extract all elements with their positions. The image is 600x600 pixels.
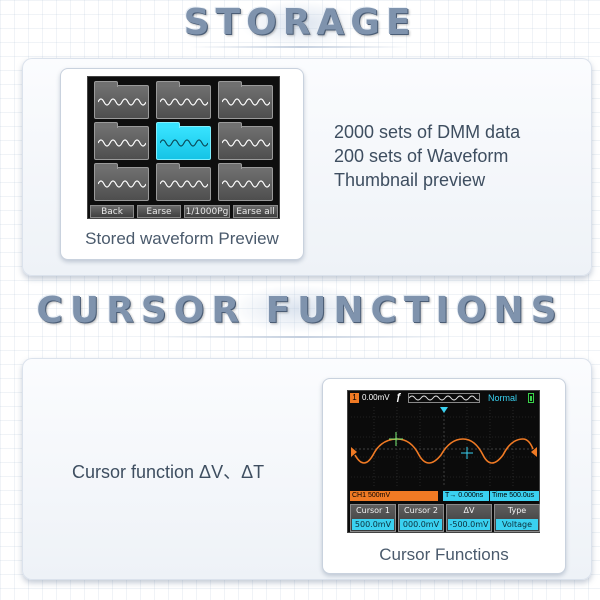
waveform-overview xyxy=(408,393,482,403)
channel-badge[interactable]: 1 xyxy=(350,393,359,403)
cursor-2-button[interactable]: Cursor 2 000.0mV xyxy=(398,504,444,532)
trigger-level-marker xyxy=(531,447,537,457)
timebase: Time 500.0us xyxy=(490,491,539,501)
volt-readout: 0.00mV xyxy=(362,393,390,402)
trigger-edge-icon[interactable]: ƒ xyxy=(396,392,402,403)
erase-button[interactable]: Earse xyxy=(137,205,181,218)
delta-v-label: ΔV xyxy=(463,506,475,515)
cursor-functions-heading: CURSOR FUNCTIONS xyxy=(36,290,564,331)
feature-dmm-data: 2000 sets of DMM data xyxy=(334,122,521,142)
battery-icon xyxy=(528,393,534,403)
scope-info-bar: CH1 500mV T→ 0.000ns Time 500.0us xyxy=(348,491,539,501)
ch1-offset-marker xyxy=(351,447,357,457)
heading-underline xyxy=(190,46,410,48)
cursor-crosshair-icon xyxy=(389,432,403,446)
cursor-2-value: 000.0mV xyxy=(400,519,442,530)
cursor-2-label: Cursor 2 xyxy=(404,506,438,515)
waveform-thumbnail[interactable] xyxy=(218,163,273,201)
time-offset: T→ 0.000ns xyxy=(443,491,489,501)
channel-scale: CH1 500mV xyxy=(350,491,438,501)
cursor-card-caption: Cursor Functions xyxy=(379,545,509,564)
heading-underline xyxy=(150,336,450,338)
heading-glow xyxy=(230,284,370,334)
waveform-plot xyxy=(351,407,537,487)
storage-feature-list: 2000 sets of DMM data 200 sets of Wavefo… xyxy=(334,120,520,192)
cursor-1-button[interactable]: Cursor 1 500.0mV xyxy=(350,504,396,532)
oscilloscope-screen: 1 0.00mV ƒ Normal CH1 500mV T→ 0.00 xyxy=(347,390,540,533)
type-button[interactable]: Type Voltage xyxy=(494,504,540,532)
waveform-thumbnail[interactable] xyxy=(156,81,211,119)
storage-heading: STORAGE xyxy=(183,2,417,43)
trigger-mode[interactable]: Normal xyxy=(488,393,518,403)
storage-card-caption: Stored waveform Preview xyxy=(85,229,279,248)
cursor-function-description: Cursor function ΔV、ΔT xyxy=(72,462,265,482)
ch1-trace xyxy=(354,438,534,464)
type-label: Type xyxy=(507,506,527,515)
cursor-1-value: 500.0mV xyxy=(352,519,394,530)
type-value: Voltage xyxy=(496,519,538,530)
waveform-thumbnail-selected[interactable] xyxy=(156,122,211,160)
time-offset-label: T→ xyxy=(445,492,457,499)
feature-waveform-sets: 200 sets of Waveform xyxy=(334,146,509,166)
feature-thumbnail-preview: Thumbnail preview xyxy=(334,170,486,190)
delta-v-value: -500.0mV xyxy=(448,519,490,530)
delta-v-button[interactable]: ΔV -500.0mV xyxy=(446,504,492,532)
time-offset-value: 0.000ns xyxy=(458,492,484,499)
waveform-thumbnail[interactable] xyxy=(218,81,273,119)
erase-all-button[interactable]: Earse all xyxy=(233,205,278,218)
waveform-thumbnail[interactable] xyxy=(94,122,149,160)
waveform-thumbnail[interactable] xyxy=(94,81,149,119)
waveform-thumbnail[interactable] xyxy=(94,163,149,201)
waveform-thumbnail[interactable] xyxy=(156,163,211,201)
heading-glow xyxy=(240,0,360,48)
trigger-position-marker-icon xyxy=(440,407,448,413)
back-button[interactable]: Back xyxy=(90,205,134,218)
page-button[interactable]: 1/1000Pg xyxy=(184,205,230,218)
cursor-crosshair-icon xyxy=(461,447,473,459)
cursor-1-label: Cursor 1 xyxy=(356,506,390,515)
scope-top-bar: 1 0.00mV ƒ Normal xyxy=(348,391,539,405)
waveform-thumbnail[interactable] xyxy=(218,122,273,160)
stored-waveform-screen: Back Earse 1/1000Pg Earse all xyxy=(87,76,280,219)
